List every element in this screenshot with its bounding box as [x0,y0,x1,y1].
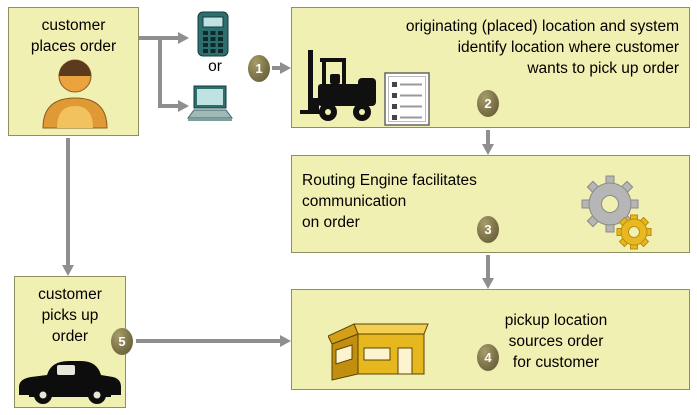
originating-system-box: originating (placed) location and system… [291,7,690,128]
step-4-badge: 4 [477,344,499,371]
step-3-badge: 3 [477,216,499,243]
customer-places-order-box: customer places order [8,7,139,136]
mobile-phone-icon [196,10,230,58]
routing-engine-label: Routing Engine facilitates communication… [302,172,477,231]
person-icon [35,52,115,130]
pickup-location-label: pickup location sources order for custom… [504,312,608,371]
customer-picks-up-box: customer picks up order [14,276,126,408]
originating-system-label: originating (placed) location and system… [405,18,679,77]
step-5-badge: 5 [111,328,133,355]
or-label: or [208,58,222,75]
gears-icon [576,168,656,250]
customer-places-order-label: customer places order [30,17,117,55]
order-list-icon [384,72,430,126]
car-icon [17,355,123,405]
store-icon [327,308,430,382]
forklift-icon [300,48,384,124]
laptop-icon [184,84,236,124]
arrow-order-to-laptop [158,36,189,112]
step-1-badge: 1 [248,55,270,82]
customer-picks-up-label: customer picks up order [38,286,102,345]
pickup-location-box: pickup location sources order for custom… [291,289,690,390]
step-2-badge: 2 [477,90,499,117]
